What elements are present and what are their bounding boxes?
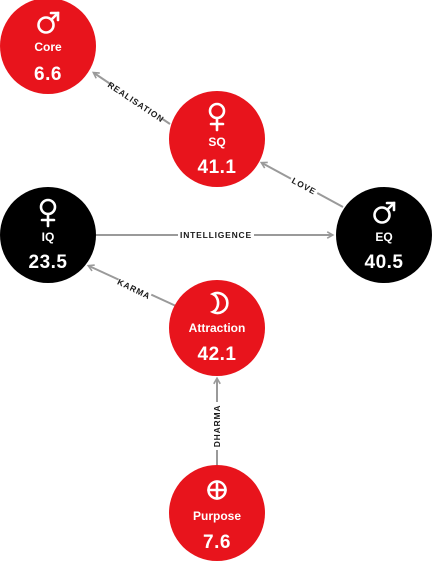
core-circle: [0, 0, 96, 94]
mars-icon: [37, 11, 60, 34]
sq-value: 41.1: [198, 157, 237, 178]
eq-value: 40.5: [365, 252, 404, 273]
edge-intelligence: INTELLIGENCE: [96, 228, 332, 242]
core-value: 6.6: [34, 64, 62, 85]
core-name: Core: [34, 40, 62, 54]
attraction-circle: [169, 280, 265, 376]
edge-dharma: DHARMA: [210, 379, 224, 465]
eq-name: EQ: [375, 230, 392, 244]
node-eq[interactable]: EQ 40.5: [336, 187, 432, 283]
attraction-name: Attraction: [189, 321, 246, 335]
purpose-name: Purpose: [193, 509, 241, 523]
realisation-label: REALISATION: [106, 80, 166, 125]
eq-circle: [336, 187, 432, 283]
iq-circle: [0, 187, 96, 283]
crescent-moon-icon: [209, 291, 229, 315]
venus-icon: [39, 198, 57, 228]
node-sq[interactable]: SQ 41.1: [169, 91, 265, 187]
edge-love: LOVE: [262, 163, 344, 208]
purpose-value: 7.6: [203, 532, 231, 553]
dharma-label: DHARMA: [212, 405, 222, 448]
attraction-value: 42.1: [198, 344, 237, 365]
sq-name: SQ: [208, 135, 225, 149]
node-iq[interactable]: IQ 23.5: [0, 187, 96, 283]
node-core[interactable]: Core 6.6: [0, 0, 96, 94]
earth-cross-icon: [207, 480, 227, 500]
sq-circle: [169, 91, 265, 187]
mars-icon: [373, 201, 396, 224]
purpose-circle: [169, 465, 265, 561]
intelligence-label: INTELLIGENCE: [180, 230, 252, 240]
node-purpose[interactable]: Purpose 7.6: [169, 465, 265, 561]
node-attraction[interactable]: Attraction 42.1: [169, 280, 265, 376]
venus-icon: [208, 102, 226, 132]
iq-value: 23.5: [29, 252, 68, 273]
iq-name: IQ: [42, 230, 55, 244]
edge-realisation: REALISATION: [94, 73, 171, 125]
edge-karma: KARMA: [89, 266, 177, 307]
